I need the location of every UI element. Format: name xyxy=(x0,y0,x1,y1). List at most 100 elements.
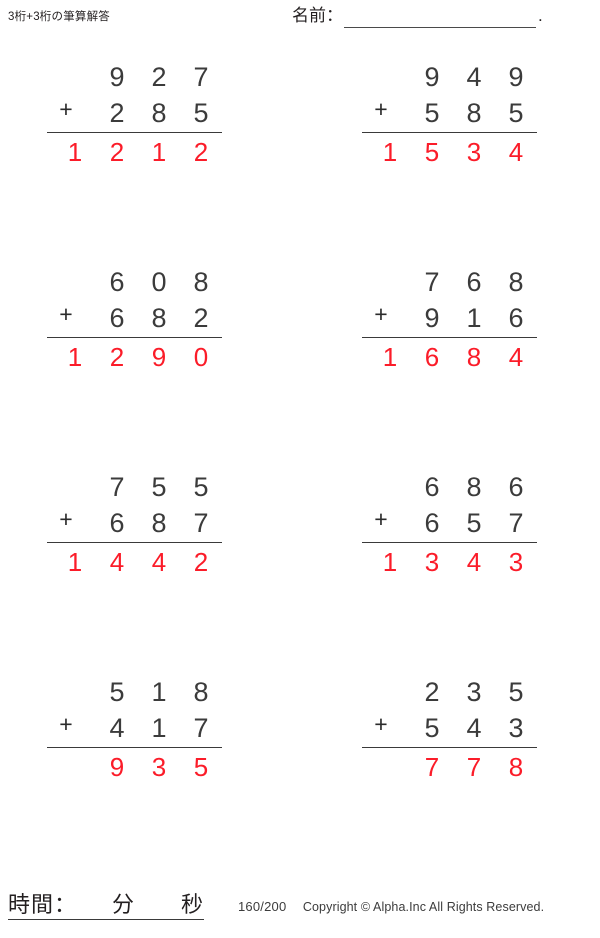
digit: 7 xyxy=(508,508,524,538)
sum-rule xyxy=(47,337,222,338)
digit: 4 xyxy=(151,547,167,577)
digit: 2 xyxy=(193,303,209,333)
digit: 8 xyxy=(193,677,209,707)
digit: 8 xyxy=(508,752,524,782)
problem-row: + 6 0 8 6 8 2 1 2 9 0 + 7 6 xyxy=(0,265,600,470)
addend-1: 7 6 8 xyxy=(362,265,537,299)
digit: 1 xyxy=(151,713,167,743)
digit: 3 xyxy=(508,713,524,743)
digit: 6 xyxy=(109,303,125,333)
digit: 8 xyxy=(466,98,482,128)
digit: 5 xyxy=(109,677,125,707)
operator-plus-icon: + xyxy=(374,301,388,327)
answer: 1 6 8 4 xyxy=(362,340,537,374)
addend-2: 5 4 3 xyxy=(362,711,537,745)
digit: 9 xyxy=(151,342,167,372)
time-field-block: 時間： 分 秒 xyxy=(8,891,205,920)
digit: 9 xyxy=(424,62,440,92)
digit: 5 xyxy=(193,472,209,502)
problem-1: + 9 2 7 2 8 5 1 2 1 2 xyxy=(22,60,272,180)
sum-rule xyxy=(362,747,537,748)
addend-2: 2 8 5 xyxy=(47,96,222,130)
answer: 1 4 4 2 xyxy=(47,545,222,579)
digit: 3 xyxy=(508,547,524,577)
digit: 1 xyxy=(67,137,83,167)
answer: 7 7 8 xyxy=(362,750,537,784)
answer: 1 2 9 0 xyxy=(47,340,222,374)
digit: 9 xyxy=(424,303,440,333)
digit: 5 xyxy=(151,472,167,502)
problem-3: + 6 0 8 6 8 2 1 2 9 0 xyxy=(22,265,272,385)
digit: 6 xyxy=(109,508,125,538)
sum-rule xyxy=(47,132,222,133)
problem-4: + 7 6 8 9 1 6 1 6 8 4 xyxy=(337,265,587,385)
addend-2: 6 5 7 xyxy=(362,506,537,540)
addend-2: 5 8 5 xyxy=(362,96,537,130)
problem-2: + 9 4 9 5 8 5 1 5 3 4 xyxy=(337,60,587,180)
digit: 1 xyxy=(67,547,83,577)
digit: 8 xyxy=(151,508,167,538)
digit: 0 xyxy=(151,267,167,297)
digit: 2 xyxy=(109,342,125,372)
digit: 9 xyxy=(109,752,125,782)
answer: 9 3 5 xyxy=(47,750,222,784)
digit: 2 xyxy=(151,62,167,92)
operator-plus-icon: + xyxy=(374,506,388,532)
operator-plus-icon: + xyxy=(59,711,73,737)
digit: 5 xyxy=(424,713,440,743)
digit: 3 xyxy=(424,547,440,577)
digit: 4 xyxy=(466,547,482,577)
digit: 4 xyxy=(508,137,524,167)
page-footer: 時間： 分 秒 160/200 Copyright © Alpha.Inc Al… xyxy=(0,884,600,938)
name-input[interactable] xyxy=(344,7,536,28)
addend-1: 5 1 8 xyxy=(47,675,222,709)
digit: 3 xyxy=(466,677,482,707)
digit: 8 xyxy=(151,303,167,333)
problem-8: + 2 3 5 5 4 3 7 7 8 xyxy=(337,675,587,795)
digit: 8 xyxy=(466,472,482,502)
answer: 1 2 1 2 xyxy=(47,135,222,169)
digit: 1 xyxy=(382,137,398,167)
copyright-notice: Copyright © Alpha.Inc All Rights Reserve… xyxy=(302,900,545,914)
digit: 7 xyxy=(193,62,209,92)
problem-7: + 5 1 8 4 1 7 9 3 5 xyxy=(22,675,272,795)
digit: 5 xyxy=(508,677,524,707)
digit: 7 xyxy=(109,472,125,502)
answer: 1 3 4 3 xyxy=(362,545,537,579)
digit: 1 xyxy=(151,137,167,167)
addend-2: 9 1 6 xyxy=(362,301,537,335)
digit: 2 xyxy=(424,677,440,707)
footer-right-block: 160/200 Copyright © Alpha.Inc All Rights… xyxy=(238,898,544,916)
operator-plus-icon: + xyxy=(59,96,73,122)
problem-5: + 7 5 5 6 8 7 1 4 4 2 xyxy=(22,470,272,590)
page-header: 3桁+3桁の筆算解答 名前： . xyxy=(0,0,600,46)
addend-2: 4 1 7 xyxy=(47,711,222,745)
digit: 7 xyxy=(424,267,440,297)
digit: 2 xyxy=(109,137,125,167)
digit: 4 xyxy=(508,342,524,372)
digit: 2 xyxy=(193,137,209,167)
digit: 5 xyxy=(193,752,209,782)
digit: 5 xyxy=(466,508,482,538)
digit: 9 xyxy=(508,62,524,92)
digit: 4 xyxy=(109,713,125,743)
sum-rule xyxy=(362,337,537,338)
digit: 9 xyxy=(109,62,125,92)
problem-grid: + 9 2 7 2 8 5 1 2 1 2 + 9 4 xyxy=(0,60,600,880)
digit: 8 xyxy=(508,267,524,297)
page-count: 160/200 xyxy=(238,899,287,914)
digit: 7 xyxy=(466,752,482,782)
digit: 6 xyxy=(424,508,440,538)
digit: 1 xyxy=(466,303,482,333)
digit: 0 xyxy=(193,342,209,372)
digit: 7 xyxy=(193,508,209,538)
digit: 6 xyxy=(508,472,524,502)
digit: 5 xyxy=(424,98,440,128)
addend-1: 9 2 7 xyxy=(47,60,222,94)
digit: 5 xyxy=(424,137,440,167)
digit: 3 xyxy=(466,137,482,167)
addend-1: 9 4 9 xyxy=(362,60,537,94)
addend-2: 6 8 7 xyxy=(47,506,222,540)
page-title: 3桁+3桁の筆算解答 xyxy=(8,11,111,23)
digit: 6 xyxy=(466,267,482,297)
